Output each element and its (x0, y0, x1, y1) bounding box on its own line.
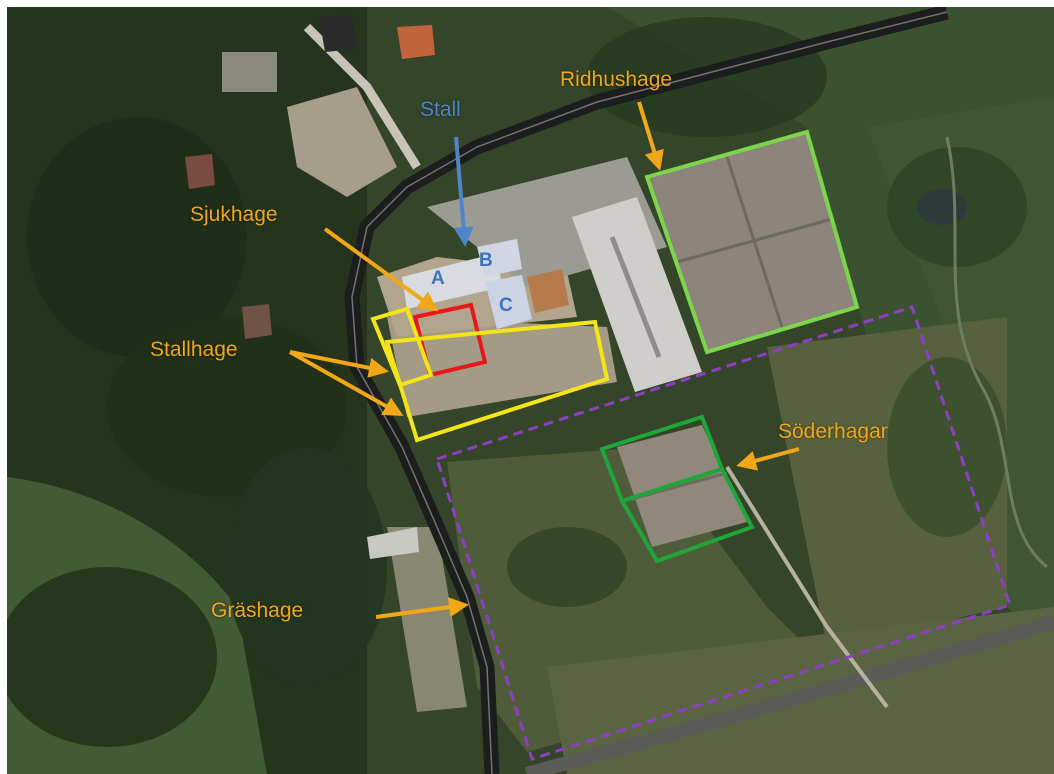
buildings (185, 15, 702, 559)
soderhagar-label: Söderhagar (778, 420, 888, 443)
stallhage-label: Stallhage (150, 338, 238, 361)
aerial-map: Stall Ridhushage Sjukhage Stallhage Söde… (7, 7, 1054, 774)
paddock-outlines (370, 129, 1012, 761)
soderhagar-outline-south (619, 466, 755, 564)
ridhushage-arrow (637, 101, 664, 171)
pond (917, 136, 1048, 569)
stall-label: Stall (420, 98, 461, 121)
stall-arrow (453, 136, 474, 247)
stallhage-lower-outline (384, 319, 610, 443)
sjukhage-arrow (323, 227, 439, 312)
aerial-map-canvas (7, 7, 1054, 774)
stallhage-upper-outline (370, 306, 434, 388)
sjukhage-label: Sjukhage (190, 203, 278, 226)
ridhushage-outline (644, 129, 860, 355)
building-c-letter: C (499, 295, 513, 316)
building-b-letter: B (479, 250, 493, 271)
stallhage-arrow-lower (289, 350, 404, 416)
grashage-arrow (375, 597, 469, 619)
stallhage-arrow-upper (289, 350, 389, 378)
building-a-letter: A (431, 268, 445, 289)
pointer-arrows (289, 101, 800, 619)
soderhagar-arrow (736, 447, 800, 471)
grashage-label: Gräshage (211, 599, 304, 622)
ridhushage-label: Ridhushage (560, 68, 673, 91)
